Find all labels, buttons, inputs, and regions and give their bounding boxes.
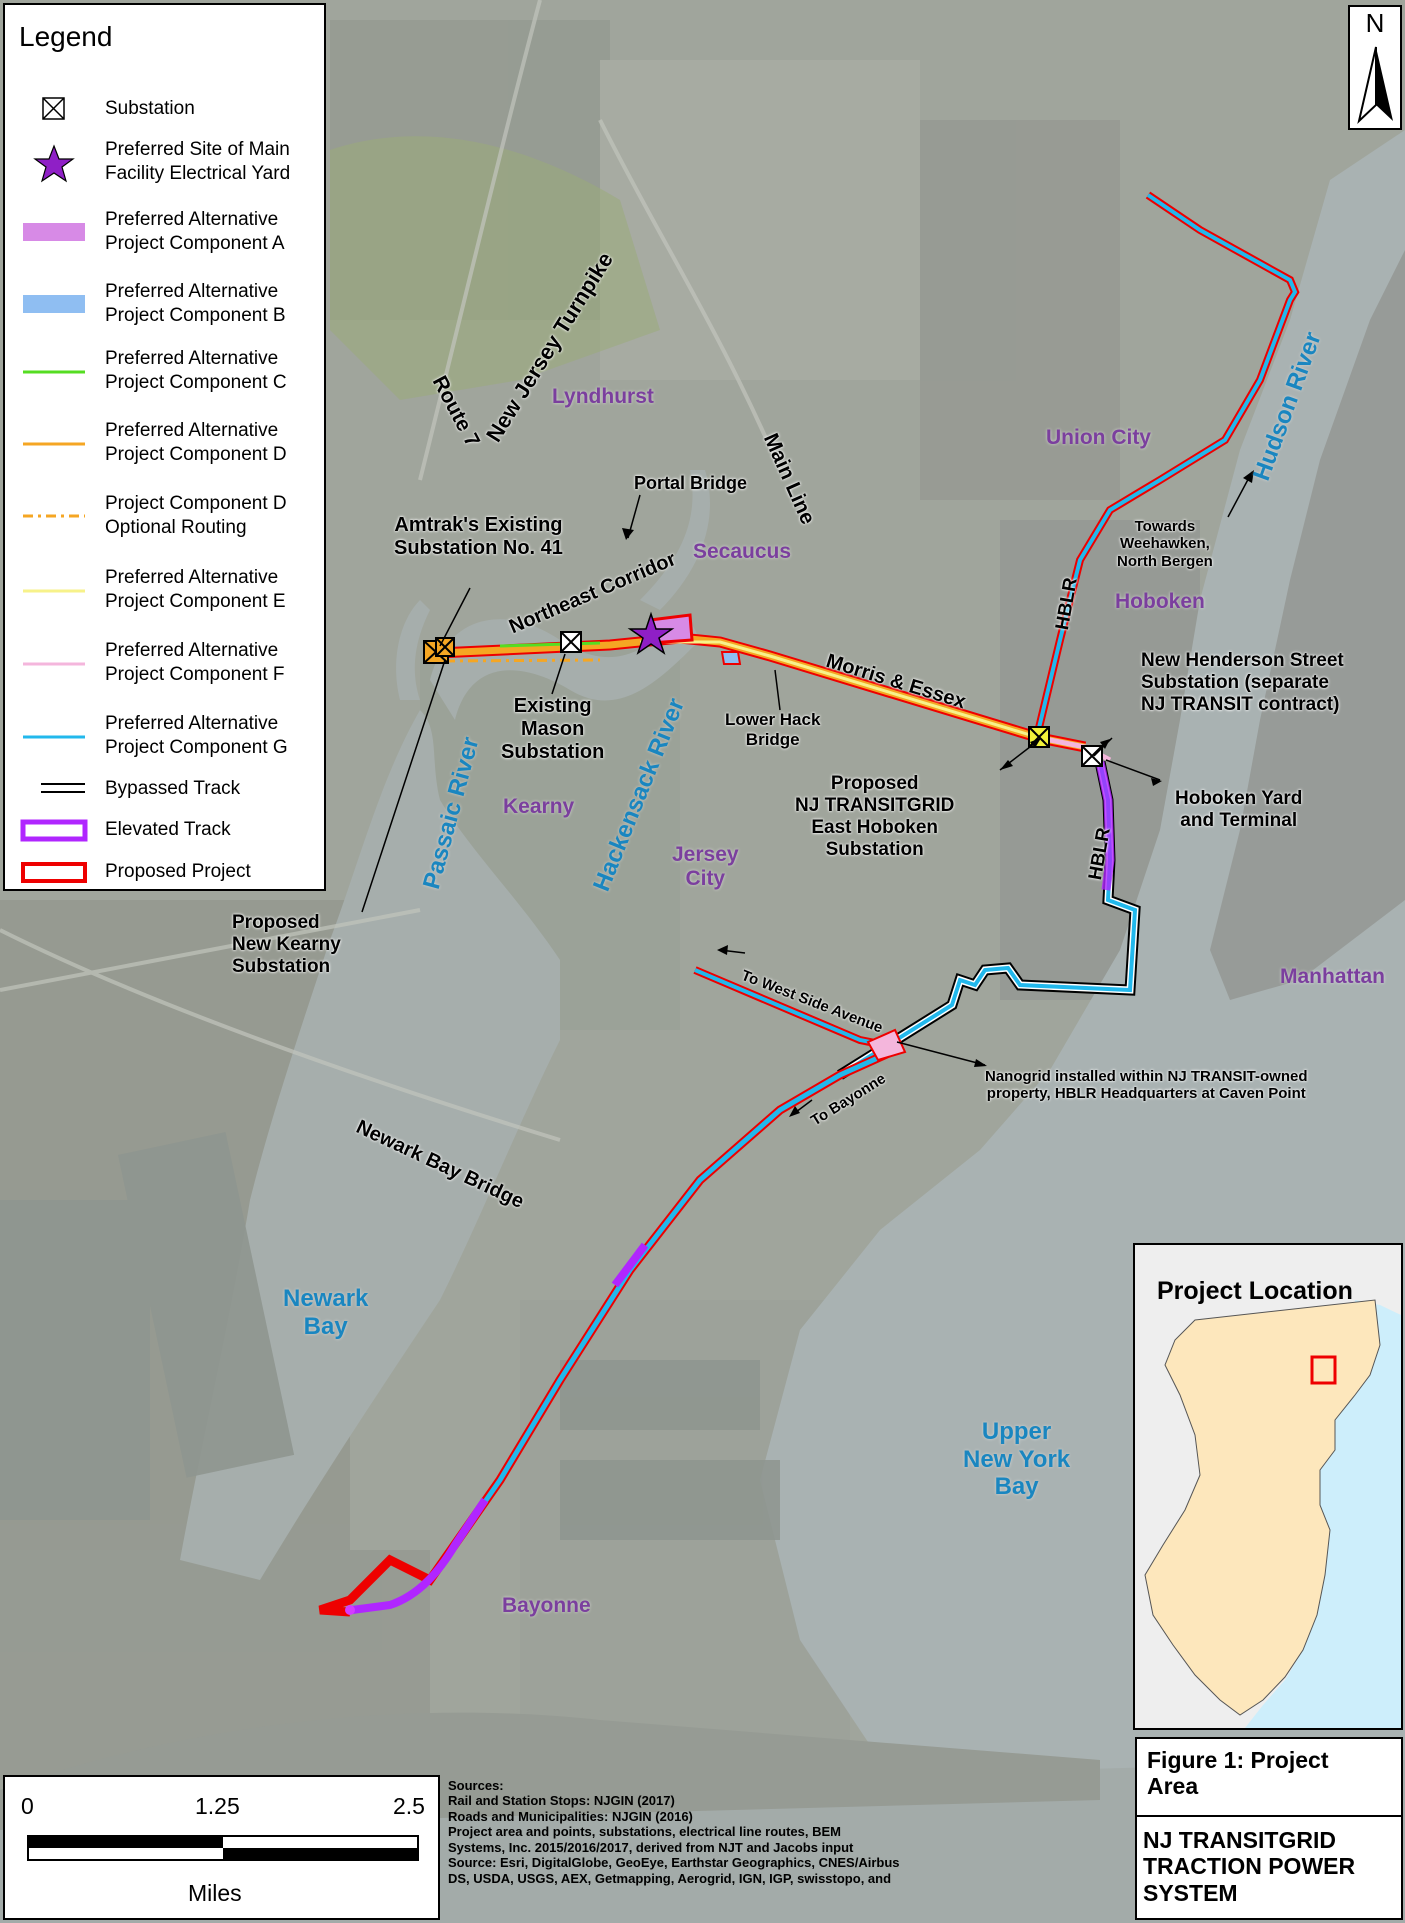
legend-label: Preferred Alternative Project Component … (105, 713, 288, 759)
label-towards-weehawken: Towards Weehawken, North Bergen (1117, 518, 1213, 570)
scale-bar-graphic (27, 1835, 419, 1861)
legend-label: Preferred Alternative Project Component … (105, 209, 285, 255)
meadowlands (330, 136, 660, 400)
substation-icon (42, 97, 65, 120)
port-piers (0, 1132, 780, 1540)
label-newark-bay: Newark Bay (283, 1285, 369, 1340)
label-hoboken: Hoboken (1115, 590, 1205, 613)
label-kearny: Kearny (503, 795, 575, 818)
label-jersey-city: Jersey City (672, 843, 739, 891)
figure-title-box: Figure 1: Project Area NJ TRANSITGRID TR… (1135, 1737, 1403, 1920)
amtrak-substation-marker (435, 637, 455, 657)
label-portal-bridge: Portal Bridge (634, 473, 748, 493)
component-c-line (23, 370, 85, 374)
scale-tick-0: 0 (21, 1793, 34, 1819)
legend-label: Preferred Alternative Project Component … (105, 348, 287, 394)
proposed-project-symbol (21, 862, 87, 883)
label-amtrak-substation: Amtrak's Existing Substation No. 41 (394, 514, 563, 559)
label-manhattan: Manhattan (1280, 965, 1385, 988)
label-lower-hack-bridge: Lower Hack Bridge (725, 710, 821, 749)
highways (0, 0, 782, 1142)
manhattan-land (1210, 250, 1405, 1000)
north-letter: N (1365, 8, 1385, 38)
scale-tick-2: 2.5 (393, 1793, 425, 1819)
scale-units: Miles (188, 1880, 242, 1906)
north-arrow: N (1348, 5, 1402, 130)
elevated-track-symbol (20, 819, 88, 842)
bypassed-track-symbol (41, 783, 85, 793)
legend-label: Substation (105, 98, 195, 119)
legend-label: Project Component D Optional Routing (105, 493, 287, 539)
label-new-henderson: New Henderson Street Substation (separat… (1141, 650, 1344, 715)
hackensack-water (430, 619, 700, 720)
inset-location-box (1310, 1355, 1337, 1385)
inset-map: Project Location (1133, 1243, 1403, 1730)
legend-label: Elevated Track (105, 819, 231, 840)
legend-label: Preferred Alternative Project Component … (105, 281, 286, 327)
label-lyndhurst: Lyndhurst (552, 385, 654, 408)
nanogrid-site (866, 1028, 907, 1062)
north-arrow-icon (1357, 46, 1393, 124)
legend-label: Preferred Alternative Project Component … (105, 420, 287, 466)
legend-label: Preferred Alternative Project Component … (105, 567, 286, 613)
hblr-south-route (837, 760, 1141, 1080)
new-jersey-outline (1135, 1245, 1401, 1728)
henderson-substation-marker (1081, 745, 1103, 767)
label-east-hoboken-substation: Proposed NJ TRANSITGRID East Hoboken Sub… (795, 773, 955, 860)
legend-panel: Legend Substation Preferred Site of Main… (3, 3, 326, 891)
component-b-swatch (23, 295, 85, 313)
label-hoboken-yard: Hoboken Yard and Terminal (1175, 788, 1303, 831)
legend-title: Legend (19, 21, 113, 52)
component-a-swatch (23, 223, 85, 241)
star-icon (33, 144, 75, 183)
scale-tick-1: 1.25 (195, 1793, 240, 1819)
component-e-line (23, 589, 85, 593)
legend-label: Preferred Site of Main Facility Electric… (105, 139, 291, 185)
label-upper-ny-bay: Upper New York Bay (963, 1418, 1071, 1501)
mason-substation-marker (560, 631, 582, 653)
sources-text: Sources: Rail and Station Stops: NJGIN (… (448, 1778, 900, 1886)
legend-label: Proposed Project (105, 861, 251, 882)
main-facility-star (627, 611, 675, 655)
newark-bay-water (180, 710, 560, 1580)
label-bayonne: Bayonne (502, 1594, 591, 1617)
label-nanogrid: Nanogrid installed within NJ TRANSIT-own… (985, 1068, 1308, 1103)
bayonne-route (318, 1043, 902, 1617)
label-mason-substation: Existing Mason Substation (501, 695, 605, 763)
figure-system-name: NJ TRANSITGRID TRACTION POWER SYSTEM (1143, 1827, 1356, 1906)
component-g-line (23, 735, 85, 739)
component-f-line (23, 662, 85, 666)
legend-label: Preferred Alternative Project Component … (105, 640, 285, 686)
label-union-city: Union City (1046, 426, 1151, 449)
arrowheads (622, 470, 1254, 1117)
legend-label: Bypassed Track (105, 778, 241, 799)
component-d-dash (23, 514, 85, 518)
hblr-north-route (1034, 191, 1300, 733)
component-d-line (23, 442, 85, 446)
label-secaucus: Secaucus (693, 540, 792, 563)
inset-title: Project Location (1157, 1277, 1353, 1305)
figure-divider (1137, 1815, 1401, 1817)
figure-title: Figure 1: Project Area (1147, 1747, 1329, 1800)
label-kearny-substation: Proposed New Kearny Substation (232, 912, 341, 977)
scale-bar-panel: 0 1.25 2.5 Miles (3, 1775, 440, 1920)
